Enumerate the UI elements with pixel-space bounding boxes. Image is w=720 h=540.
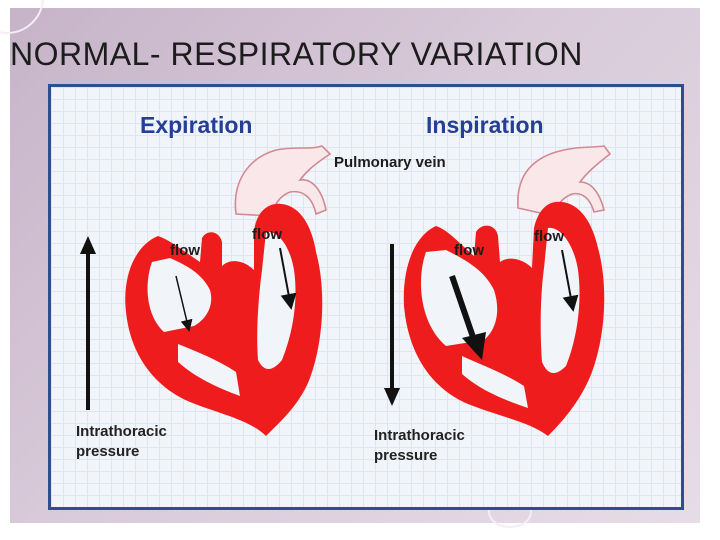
expiration-flow-label-1: flow: [170, 242, 200, 259]
inspiration-pressure-line-1: Intrathoracic: [374, 426, 465, 446]
expiration-pressure-line-1: Intrathoracic: [76, 422, 167, 442]
inspiration-heart: [404, 146, 610, 436]
inspiration-flow-label-2: flow: [534, 228, 564, 245]
pulmonary-vein-label: Pulmonary vein: [334, 154, 446, 171]
expiration-pressure-label: Intrathoracic pressure: [76, 422, 167, 462]
expiration-pressure-line-2: pressure: [76, 442, 167, 462]
expiration-flow-label-2: flow: [252, 226, 282, 243]
inspiration-pressure-label: Intrathoracic pressure: [374, 426, 465, 466]
inspiration-pressure-line-2: pressure: [374, 446, 465, 466]
inspiration-pressure-arrowhead: [384, 388, 400, 406]
inspiration-flow-label-1: flow: [454, 242, 484, 259]
expiration-pressure-arrowhead: [80, 236, 96, 254]
expiration-heart: [125, 146, 330, 436]
